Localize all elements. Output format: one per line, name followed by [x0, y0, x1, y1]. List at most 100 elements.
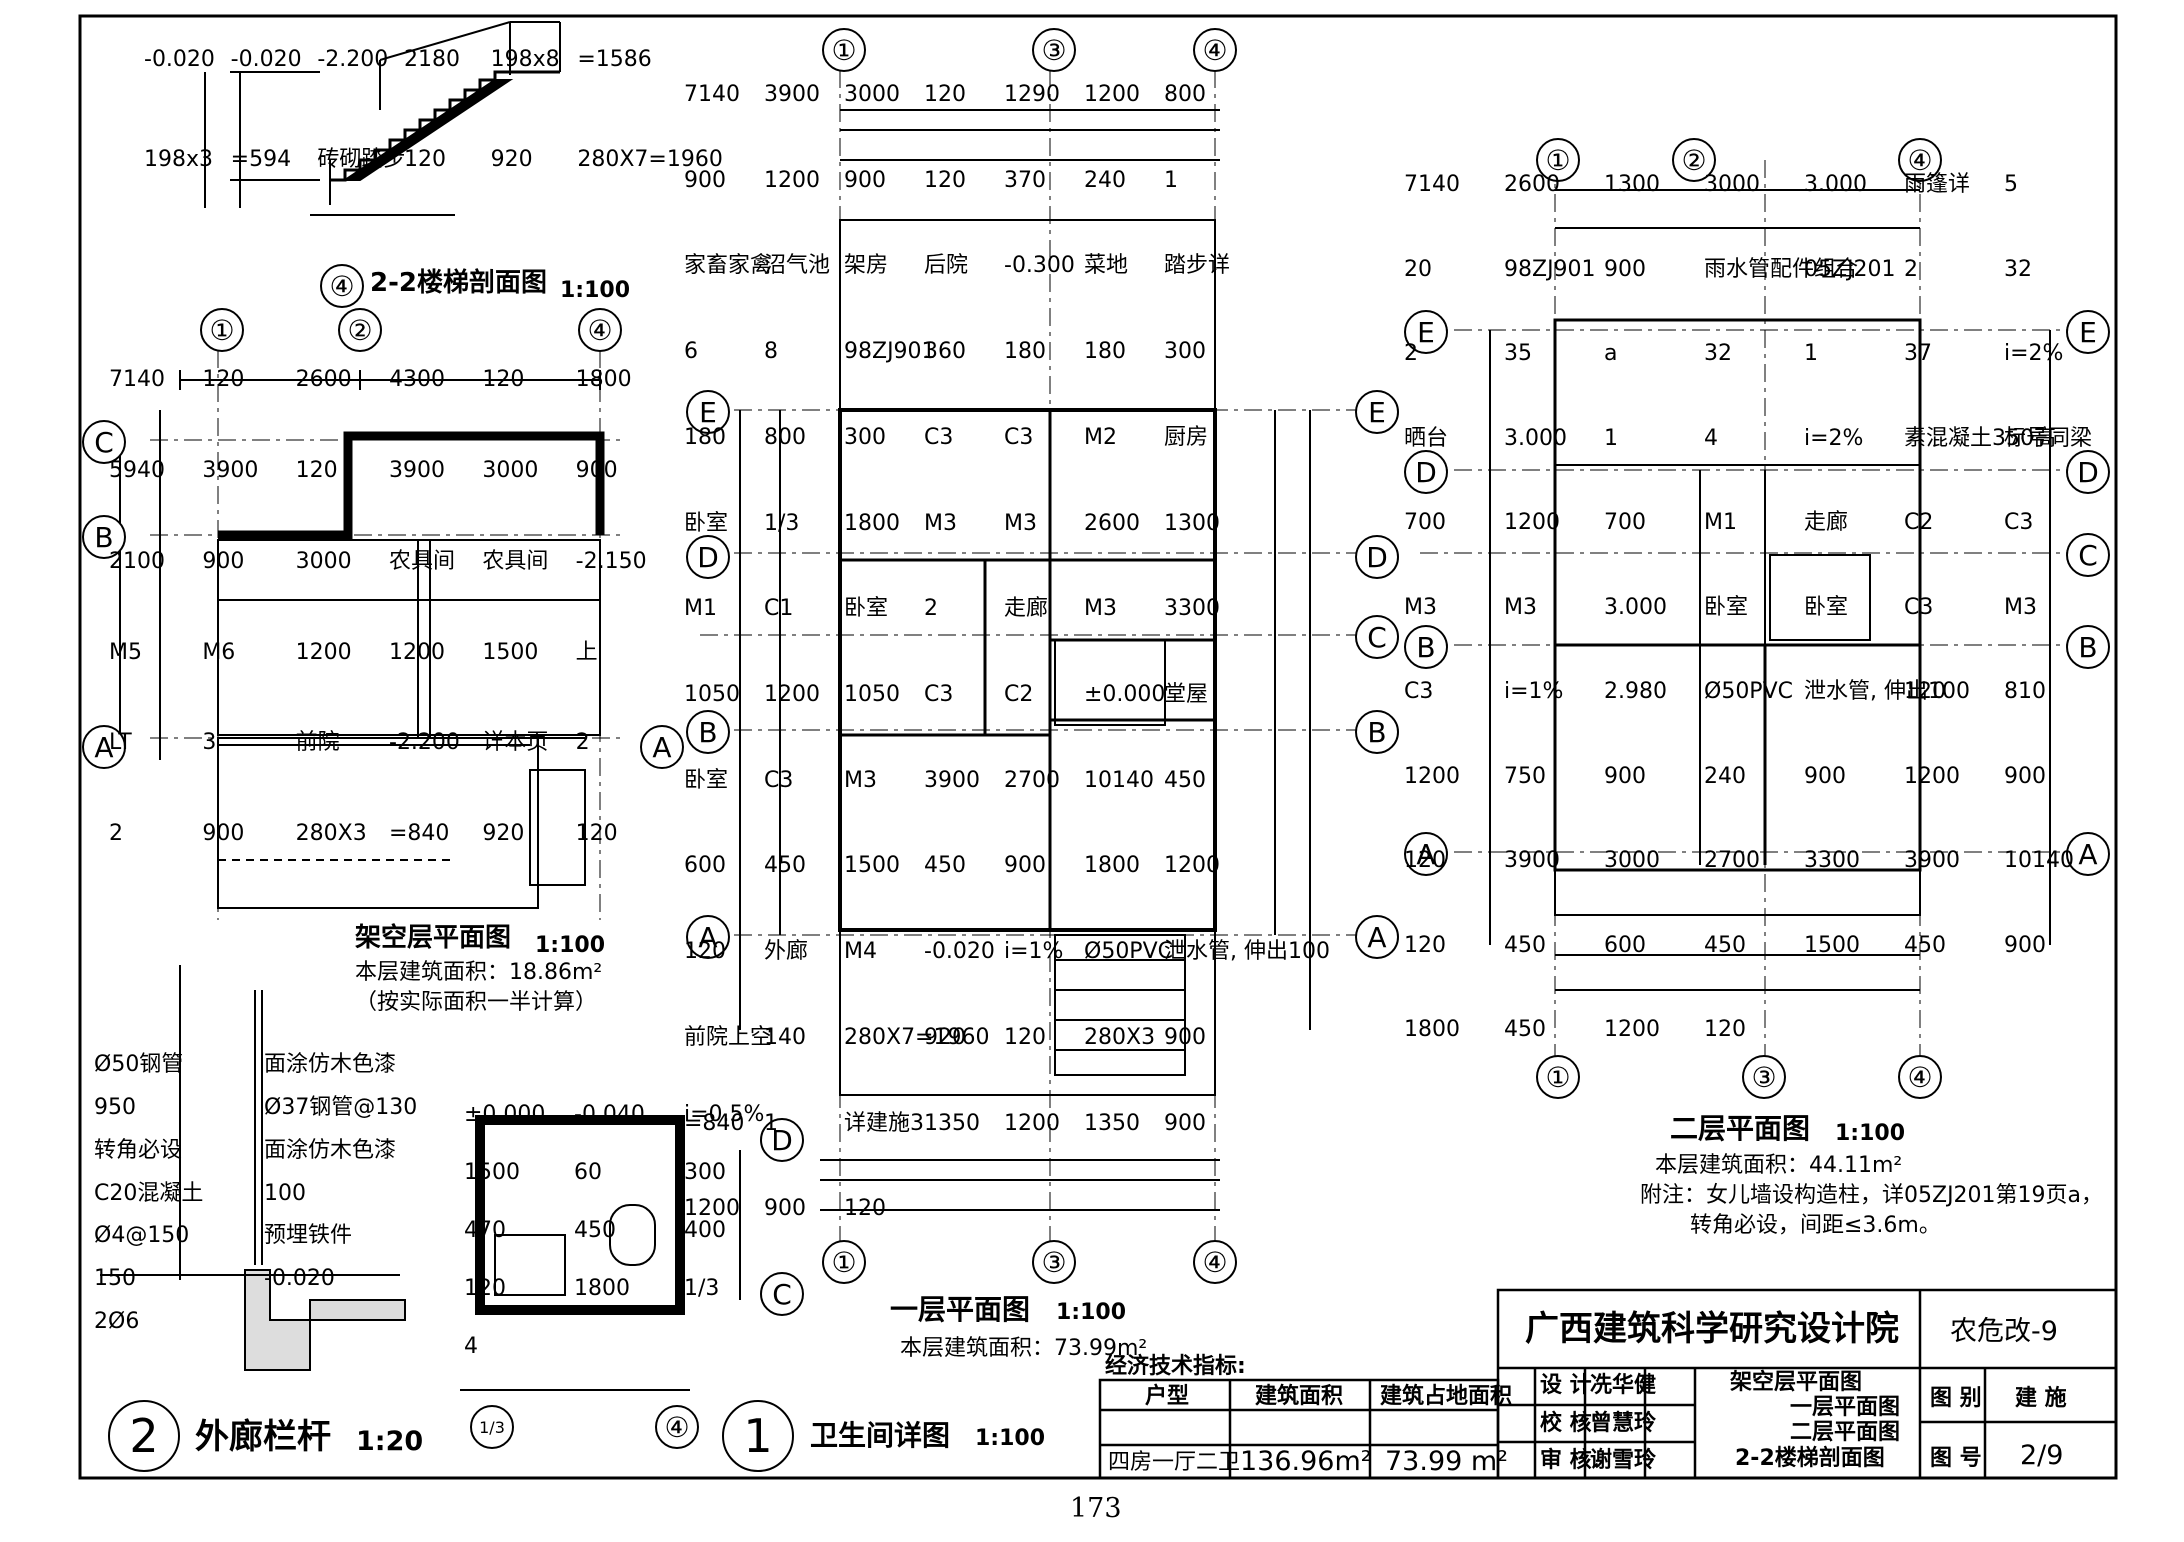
second-floor-area: 本层建筑面积：44.11m²: [1655, 1153, 1903, 1178]
econ-header-area: 建筑面积: [1255, 1384, 1344, 1409]
first-label: M3: [924, 510, 957, 536]
first-label: M3: [844, 767, 877, 793]
first-label: ±0.000: [1084, 682, 1166, 707]
second-label: 1: [1804, 341, 1818, 367]
first-label: C1: [764, 596, 794, 622]
second-label: C3: [2004, 510, 2034, 536]
second-label: 32: [2004, 256, 2032, 282]
stair-section-label: 280X7=1960: [577, 147, 723, 172]
first-label: 900: [684, 167, 726, 193]
first-label: 120: [924, 167, 966, 193]
basement-label: M5: [109, 639, 142, 665]
bathroom-label: 1500: [464, 1160, 520, 1185]
second-label: i=2%: [1804, 425, 1864, 451]
basement-label: 1800: [575, 367, 632, 392]
first-label: 1: [1164, 167, 1178, 193]
first-label: 2700: [1004, 767, 1060, 793]
first-label: 1200: [764, 682, 820, 707]
first-label: Ø50PVC: [1084, 939, 1173, 965]
drawing-category-label: 图 别: [1930, 1386, 1982, 1411]
axis-B-basement-left: B: [82, 515, 126, 559]
second-label: 2600: [1504, 172, 1560, 197]
stair-section-label: -2.200: [317, 47, 389, 72]
second-floor-note2: 转角必设，间距≤3.6m。: [1690, 1213, 1941, 1238]
first-label: 900: [1164, 1110, 1206, 1136]
axis-A-second-right: A: [2066, 832, 2110, 876]
stair-section-label: 920: [490, 147, 533, 172]
institute-name: 广西建筑科学研究设计院: [1525, 1309, 1899, 1349]
first-label: 180: [684, 424, 726, 450]
second-label: Ø50PVC: [1704, 679, 1793, 705]
first-label: 8: [764, 339, 778, 365]
axis-B-second-left: B: [1404, 625, 1448, 669]
first-label: 450: [1164, 767, 1206, 793]
first-label: 卧室: [844, 596, 889, 622]
second-floor-plan: [1420, 160, 2100, 1060]
first-label: 3300: [1164, 596, 1220, 622]
first-label: 1200: [1004, 1110, 1060, 1136]
basement-label: 120: [482, 367, 525, 392]
basement-label: 280X3: [295, 821, 367, 847]
first-label: 120: [924, 82, 966, 107]
second-floor-scale: 1:100: [1835, 1121, 1906, 1146]
second-label: 1200: [1904, 763, 1960, 789]
basement-label: 3900: [202, 457, 259, 483]
axis-E-second-right: E: [2066, 310, 2110, 354]
axis-D-first-left: D: [686, 535, 730, 579]
axis-4-stair: ④: [320, 264, 364, 308]
axis-1-first-top: ①: [822, 28, 866, 72]
bathroom-label: 1800: [574, 1276, 630, 1301]
first-label: 卧室: [684, 767, 729, 793]
second-label: 900: [1604, 256, 1646, 282]
railing-label: 面涂仿木色漆: [264, 1052, 397, 1077]
first-label: -0.020: [924, 939, 995, 965]
first-label: 3900: [924, 767, 980, 793]
basement-label: 农具间: [389, 548, 456, 574]
axis-D-bath: D: [760, 1118, 804, 1162]
first-label: M4: [844, 939, 877, 965]
railing-title: 外廊栏杆: [195, 1417, 331, 1457]
first-label: 走廊: [1004, 596, 1049, 622]
second-label: 37: [1904, 341, 1932, 367]
first-label: 外廊: [764, 939, 809, 965]
basement-label: =840: [389, 821, 450, 847]
second-label: 120: [1404, 848, 1446, 874]
railing-label: 100: [264, 1180, 306, 1206]
sign-name-2: 曾慧玲: [1590, 1411, 1657, 1436]
second-label: 泄水管, 伸出100: [1804, 679, 1970, 705]
axis-13-bath: 1/3: [470, 1405, 514, 1449]
stair-section-label: 2180: [404, 47, 460, 72]
second-label: 7140: [1404, 172, 1460, 197]
first-label: M2: [1084, 424, 1117, 450]
axis-2-basement-top: ②: [338, 308, 382, 352]
second-label: 32: [1704, 341, 1732, 367]
bathroom-label: ±0.000: [464, 1102, 546, 1127]
basement-plan: [119, 350, 620, 920]
second-label: 3300: [1804, 848, 1860, 874]
bathroom-detail: [460, 1115, 741, 1391]
basement-scale: 1:100: [535, 933, 606, 958]
basement-label: 920: [482, 821, 525, 847]
second-label: 1500: [1804, 932, 1860, 958]
axis-D-first-right: D: [1355, 535, 1399, 579]
first-label: 920: [924, 1024, 966, 1050]
axis-B-first-left: B: [686, 710, 730, 754]
railing-detail-number: 2: [108, 1400, 180, 1472]
basement-label: 3900: [389, 457, 445, 483]
first-label: 1200: [1084, 82, 1140, 107]
railing-label: C20混凝土: [94, 1180, 204, 1206]
econ-value-footprint: 73.99 m²: [1385, 1446, 1509, 1477]
railing-label: 2Ø6: [94, 1309, 140, 1335]
basement-label: 900: [202, 821, 245, 847]
first-label: 600: [684, 853, 726, 879]
axis-D-second-right: D: [2066, 450, 2110, 494]
first-label: 450: [924, 853, 966, 879]
drawing-title-4: 2-2楼梯剖面图: [1735, 1446, 1885, 1471]
first-label: M3: [1004, 510, 1037, 536]
first-label: 堂屋: [1164, 682, 1209, 707]
bathroom-scale: 1:100: [975, 1426, 1046, 1451]
second-label: 10140: [2004, 848, 2074, 874]
first-label: 1350: [1084, 1110, 1140, 1136]
first-floor-area: 本层建筑面积：73.99m²: [900, 1336, 1148, 1361]
basement-label: 2600: [295, 367, 352, 392]
